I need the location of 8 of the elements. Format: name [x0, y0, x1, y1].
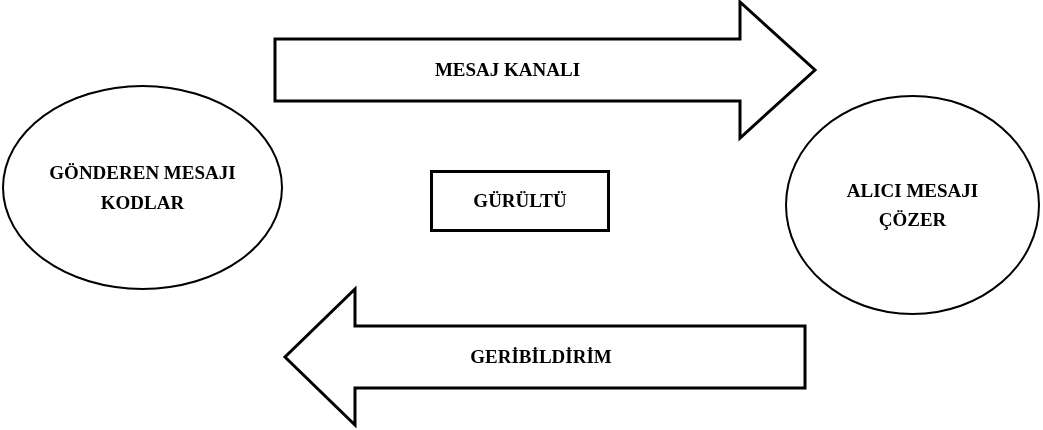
block-arrow	[282, 285, 807, 429]
node-text: ALICI MESAJI ÇÖZER	[845, 178, 980, 232]
ellipse-node	[2, 85, 283, 290]
node-text: GÖNDEREN MESAJI KODLAR	[48, 161, 237, 215]
block-arrow	[273, 0, 818, 142]
node-text: GÜRÜLTÜ	[472, 189, 568, 214]
process-box	[430, 170, 610, 232]
ellipse-node	[785, 95, 1040, 315]
